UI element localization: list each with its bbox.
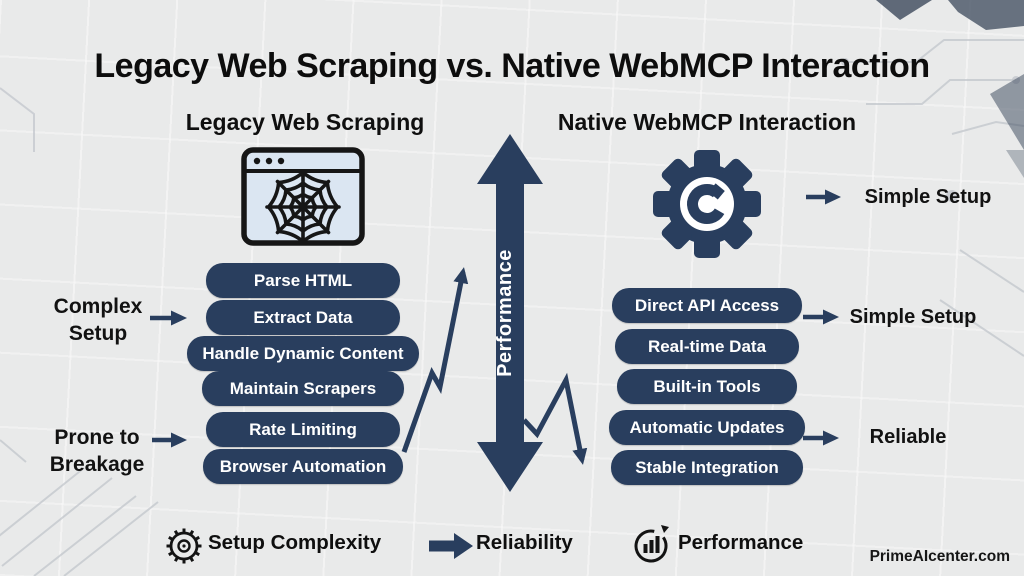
gear-outline-icon	[166, 528, 202, 564]
prone-breakage-label: Prone to Breakage	[22, 424, 172, 478]
growth-chart-icon	[634, 525, 669, 563]
webmcp-column-header: Native WebMCP Interaction	[557, 109, 857, 135]
gear-sync-icon	[653, 150, 761, 258]
pill-built-in-tools: Built-in Tools	[617, 369, 797, 404]
complex-setup-line2: Setup	[68, 322, 128, 345]
performance-axis-arrow	[477, 134, 543, 492]
pill-stable-integration: Stable Integration	[611, 450, 803, 485]
reliable-label: Reliable	[869, 426, 947, 448]
pill-direct-api-access: Direct API Access	[612, 288, 802, 323]
pill-handle-dynamic-content: Handle Dynamic Content	[187, 336, 419, 371]
pill-parse-html: Parse HTML	[206, 263, 400, 298]
page-title: Legacy Web Scraping vs. Native WebMCP In…	[94, 47, 930, 85]
watermark: PrimeAIcenter.com	[869, 548, 1010, 565]
complex-setup-line1: Complex	[53, 295, 143, 318]
legend-reliability-label: Reliability	[476, 531, 573, 554]
legacy-column-header: Legacy Web Scraping	[185, 109, 425, 135]
browser-spiderweb-icon	[241, 147, 365, 246]
prone-breakage-line2: Breakage	[49, 453, 145, 476]
pill-real-time-data: Real-time Data	[615, 329, 799, 364]
spiderweb-glyph	[265, 169, 341, 245]
pill-maintain-scrapers: Maintain Scrapers	[202, 371, 404, 406]
prone-breakage-line1: Prone to	[54, 426, 140, 449]
pill-browser-automation: Browser Automation	[203, 449, 403, 484]
solid-arrow-icon	[429, 533, 473, 559]
complex-setup-label: Complex Setup	[28, 293, 168, 347]
pill-extract-data: Extract Data	[206, 300, 400, 335]
legend-performance-label: Performance	[678, 531, 804, 554]
simple-setup-pill-label: Simple Setup	[849, 306, 977, 328]
performance-axis-label: Performance	[494, 249, 516, 377]
legend-setup-complexity-label: Setup Complexity	[208, 531, 382, 554]
pill-rate-limiting: Rate Limiting	[206, 412, 400, 447]
pill-automatic-updates: Automatic Updates	[609, 410, 805, 445]
simple-setup-gear-label: Simple Setup	[864, 186, 992, 208]
